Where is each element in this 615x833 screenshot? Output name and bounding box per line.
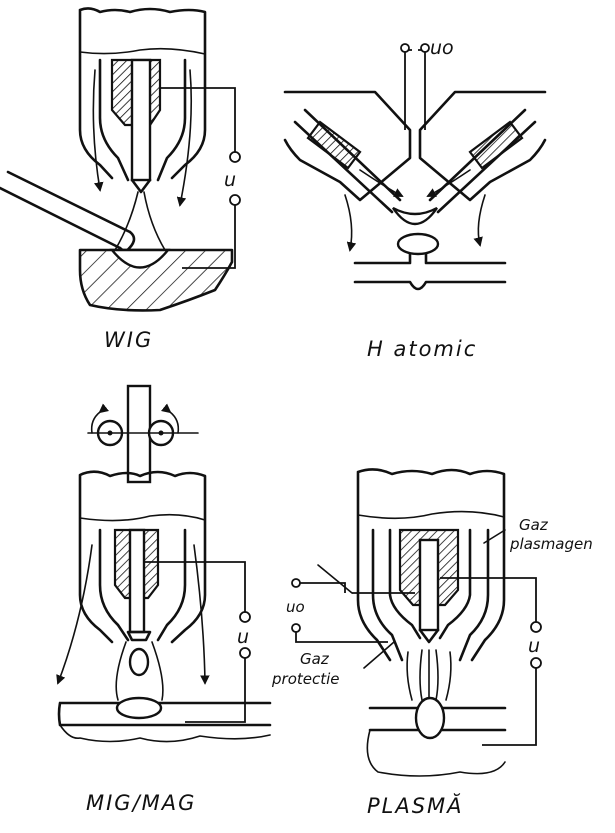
mig-wire-in-tube xyxy=(128,528,146,634)
mig-workpiece xyxy=(57,701,272,727)
plasma-panel: uo u Gaz plasmagen Gaz protectie PLASMĂ xyxy=(271,468,593,818)
mig-weld-bead xyxy=(115,696,163,720)
plasma-gas-label-1: Gaz xyxy=(519,516,549,534)
plasma-pilot-voltage-label: uo xyxy=(286,598,305,616)
wig-panel: u WIG xyxy=(0,7,241,352)
wig-workpiece xyxy=(78,248,234,312)
h-atomic-panel: uo H atomic xyxy=(283,37,547,361)
wig-voltage-label: u xyxy=(224,169,236,191)
wig-filler-rod xyxy=(0,170,132,250)
h-atomic-voltage-label: uo xyxy=(430,37,454,59)
plasma-outer-nozzle xyxy=(371,528,490,662)
plasma-weld-pool xyxy=(414,696,446,740)
wig-tungsten-electrode xyxy=(130,58,152,182)
h-atomic-caption: H atomic xyxy=(367,337,477,361)
mig-wire-electrode xyxy=(126,384,152,484)
mig-voltage-label: u xyxy=(237,626,249,648)
plasma-torch-body xyxy=(356,468,506,662)
h-atomic-weld-pool xyxy=(396,232,440,256)
mig-torch-body xyxy=(78,470,207,644)
plasma-gas-label-2: plasmagen xyxy=(509,535,593,553)
plasma-voltage-label: u xyxy=(528,635,540,657)
h-atomic-arc-fan xyxy=(392,206,438,226)
h-atomic-left-collet xyxy=(306,120,362,170)
wig-torch-body xyxy=(78,7,207,180)
mig-mag-panel: u MIG/MAG xyxy=(56,384,272,815)
plasma-electrode xyxy=(418,538,440,632)
shield-gas-label-2: protectie xyxy=(271,670,340,688)
h-atomic-right-holder xyxy=(418,90,547,202)
h-atomic-left-holder xyxy=(283,90,412,202)
wig-caption: WIG xyxy=(104,328,153,352)
plasma-inner-nozzle xyxy=(388,528,472,640)
mig-gas-nozzle xyxy=(98,528,187,642)
h-atomic-right-collet xyxy=(468,120,524,170)
mig-droplet xyxy=(128,647,150,677)
wig-weld-pool xyxy=(109,248,171,269)
mig-mag-caption: MIG/MAG xyxy=(86,791,196,815)
shield-gas-label-1: Gaz xyxy=(300,650,330,668)
wig-gas-nozzle xyxy=(98,58,187,182)
plasma-caption: PLASMĂ xyxy=(367,793,464,818)
